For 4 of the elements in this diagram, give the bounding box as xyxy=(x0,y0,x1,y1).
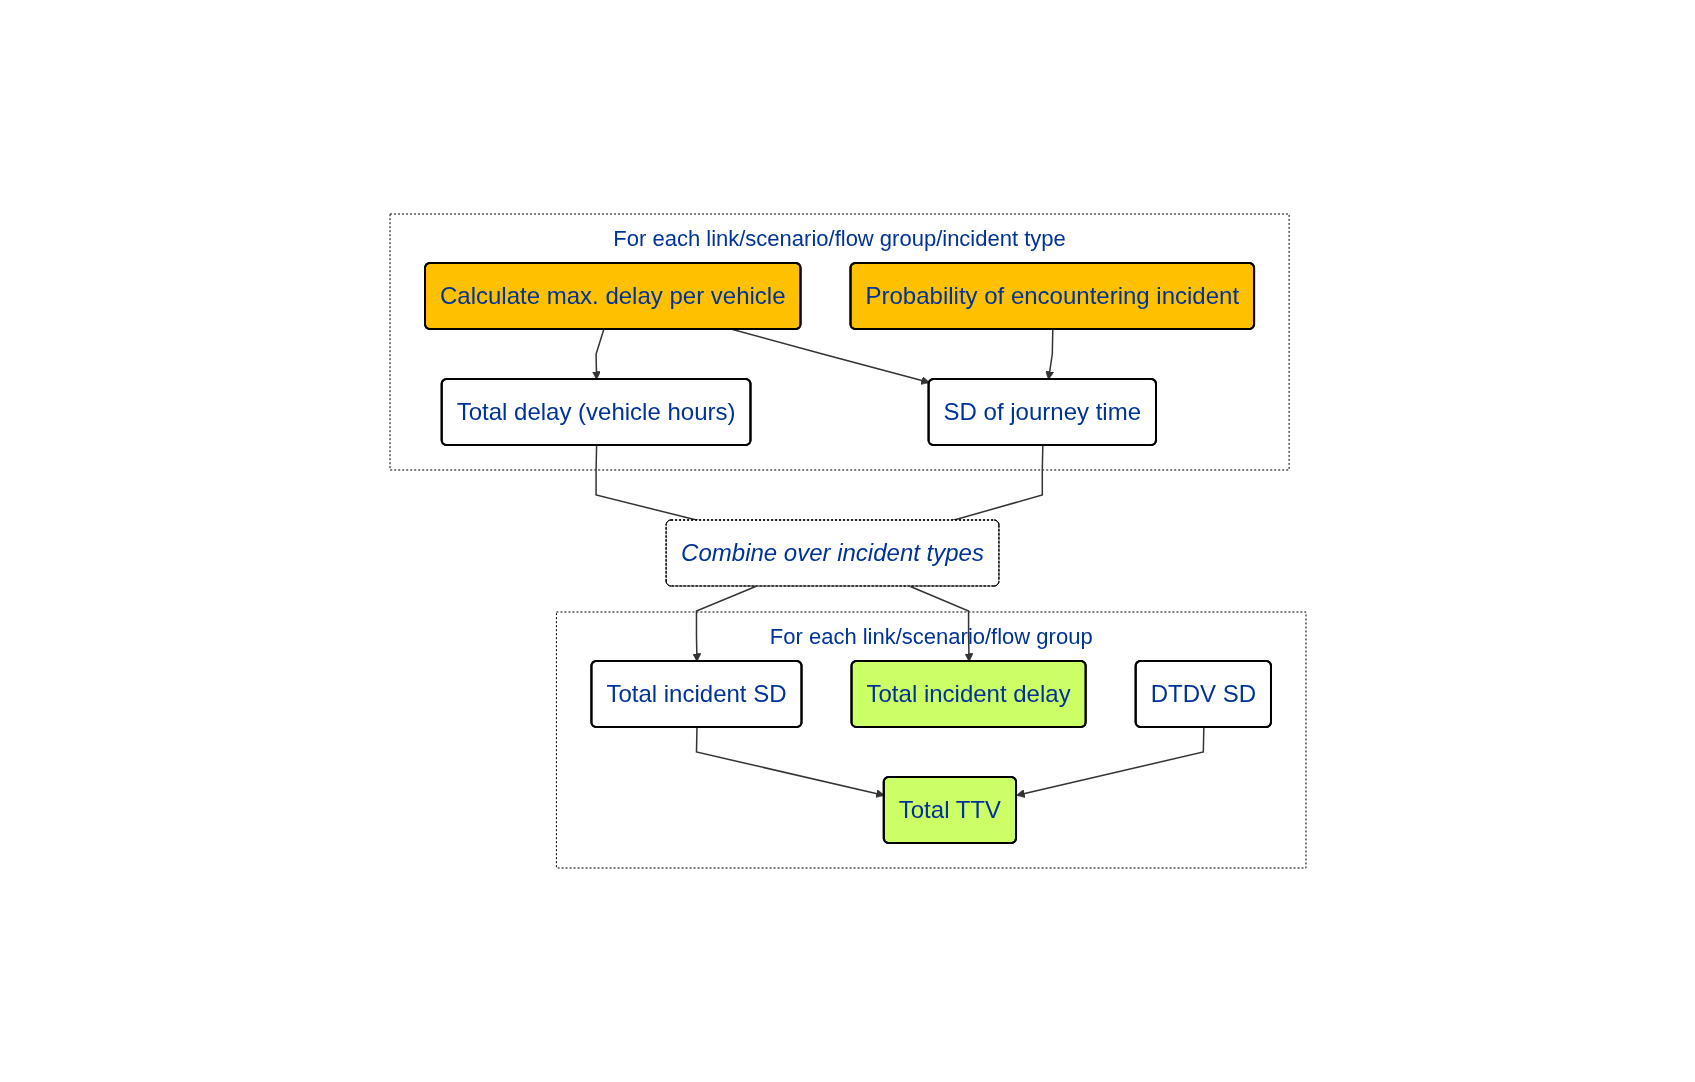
arrow xyxy=(1044,328,1054,380)
arrow xyxy=(691,585,756,662)
arrow xyxy=(1015,726,1205,798)
arrow xyxy=(591,328,604,380)
